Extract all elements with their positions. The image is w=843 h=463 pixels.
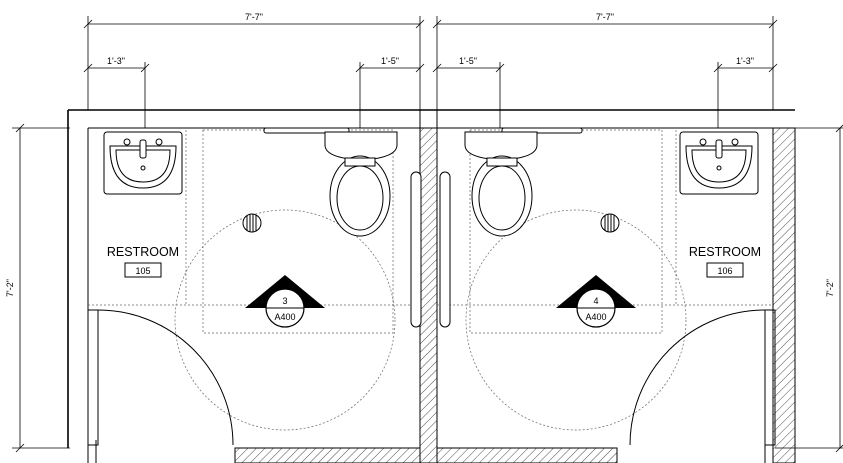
section-tag-4-number: 4: [593, 296, 598, 306]
dim-right-height: 7'-2": [825, 279, 835, 297]
dim-left-height: 7'-2": [5, 279, 15, 297]
dim-left-wc: 1'-5": [381, 56, 399, 66]
section-tag-3: 3 A400: [245, 275, 325, 328]
room-name-106: RESTROOM: [689, 245, 761, 259]
toilet-right: [464, 131, 538, 237]
room-name-105: RESTROOM: [107, 245, 179, 259]
room-number-box-105: [124, 262, 162, 278]
section-tag-3-sheet: A400: [274, 312, 295, 322]
room-number-105: 105: [135, 266, 150, 276]
toilet-left: [324, 131, 398, 237]
dimension-lines: [12, 16, 843, 453]
section-tag-4: 4 A400: [556, 275, 636, 328]
section-tag-3-number: 3: [282, 296, 287, 306]
dim-left-sink: 1'-3": [107, 56, 125, 66]
sink-right: [679, 131, 759, 195]
floor-drain-left: [242, 213, 262, 233]
room-number-106: 106: [717, 266, 732, 276]
dim-left-width: 7'-7": [245, 12, 263, 22]
walls: [67, 109, 796, 463]
dim-right-width: 7'-7": [596, 12, 614, 22]
doors: [87, 309, 776, 446]
dim-right-sink: 1'-3": [736, 56, 754, 66]
sink-left: [103, 131, 183, 195]
floor-drain-right: [600, 213, 620, 233]
dim-right-wc: 1'-5": [459, 56, 477, 66]
section-tag-4-sheet: A400: [585, 312, 606, 322]
room-number-box-106: [706, 262, 744, 278]
